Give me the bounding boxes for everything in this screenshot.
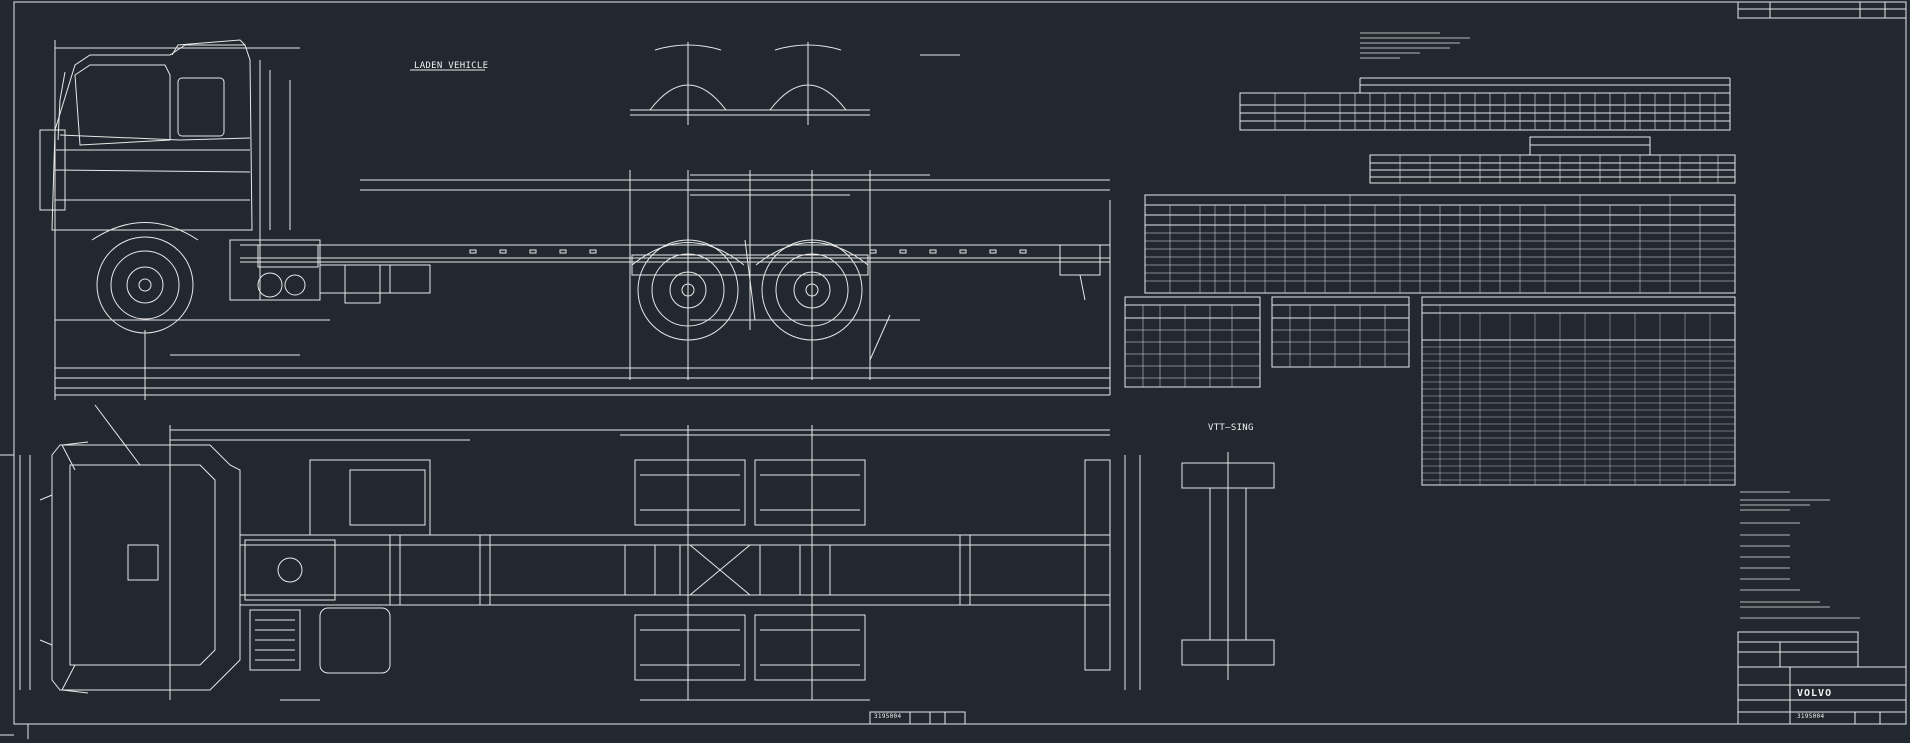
axle-load-table-top <box>1239 77 1731 131</box>
truck-side-view <box>39 39 1111 400</box>
tyre-table <box>1369 136 1736 184</box>
frame-combination-table <box>1421 296 1736 486</box>
sheet-number-titleblock: 3195004 <box>1797 713 1825 720</box>
axle-table-middle <box>1271 296 1410 368</box>
vtt-sing-label: VTT–SING <box>1208 423 1254 433</box>
vtt-sing-sketch <box>1181 452 1275 680</box>
volvo-logo: VOLVO <box>1797 688 1833 699</box>
notes-block <box>1360 32 1860 619</box>
truck-top-view <box>19 404 1141 701</box>
laden-vehicle-label: LADEN VEHICLE <box>414 61 489 71</box>
sheet-number-bottom: 3195004 <box>874 713 902 720</box>
axle-load-table-top-cols <box>1274 93 1716 130</box>
title-block <box>869 1 1907 725</box>
sheet-border <box>13 1 1907 725</box>
